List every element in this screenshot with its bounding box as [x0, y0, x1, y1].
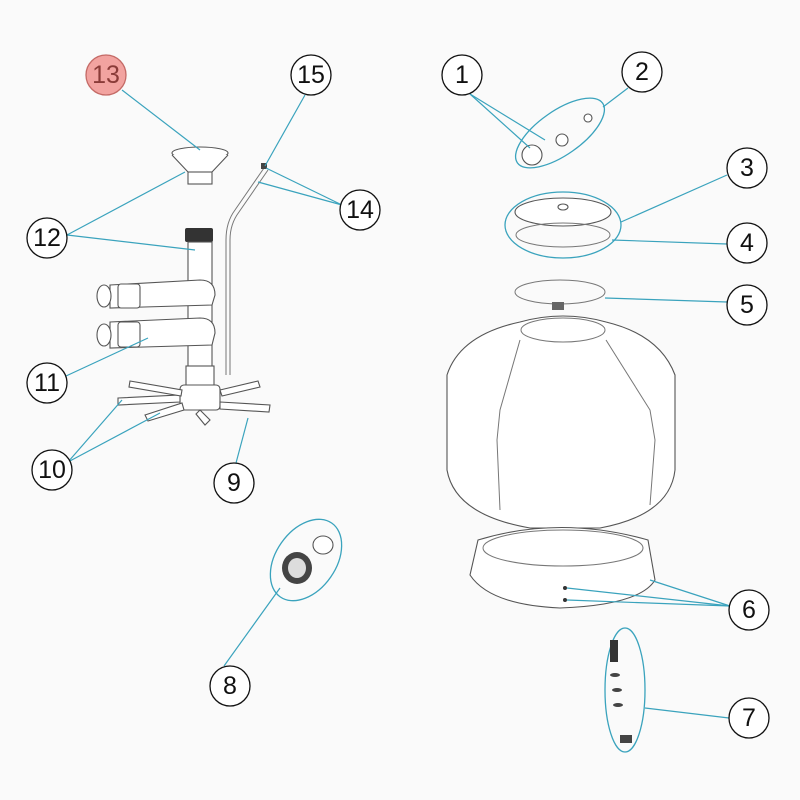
callout-1[interactable]: 1: [441, 54, 483, 96]
callout-13-highlighted[interactable]: 13: [85, 54, 127, 96]
callout-10[interactable]: 10: [31, 449, 73, 491]
callout-label: 2: [635, 58, 649, 86]
callout-7[interactable]: 7: [728, 697, 770, 739]
callout-label: 5: [740, 291, 754, 319]
part-8-union[interactable]: [256, 506, 357, 614]
part-15-14-air-tube[interactable]: [225, 163, 269, 375]
part-1-2-valve-parts[interactable]: [505, 85, 615, 181]
callout-label: 8: [223, 672, 237, 700]
callout-label: 6: [742, 596, 756, 624]
part-5-clamp[interactable]: [514, 279, 606, 310]
callout-5[interactable]: 5: [726, 284, 768, 326]
leader-lines: [65, 87, 731, 719]
callout-label: 9: [227, 469, 241, 497]
callout-6[interactable]: 6: [728, 589, 770, 631]
tank-body: [446, 315, 676, 529]
callout-label: 14: [346, 196, 374, 224]
callout-label: 15: [297, 61, 325, 89]
part-13-funnel[interactable]: [171, 146, 229, 185]
callout-12[interactable]: 12: [26, 217, 68, 259]
part-3-lid[interactable]: [504, 191, 622, 259]
callout-label: 12: [33, 224, 61, 252]
part-11-laterals-upper[interactable]: [96, 279, 216, 349]
callout-3[interactable]: 3: [726, 147, 768, 189]
part-7-drain[interactable]: [604, 627, 646, 753]
callout-9[interactable]: 9: [213, 462, 255, 504]
part-12-pipe[interactable]: [185, 228, 215, 389]
callout-label: 11: [34, 369, 60, 397]
callout-label: 1: [455, 61, 469, 89]
callout-11[interactable]: 11: [26, 362, 68, 404]
callout-15[interactable]: 15: [290, 54, 332, 96]
callout-label: 3: [740, 154, 754, 182]
callout-14[interactable]: 14: [339, 189, 381, 231]
callout-label: 4: [740, 229, 754, 257]
part-4-o-ring[interactable]: [515, 222, 611, 248]
part-10-laterals[interactable]: [117, 380, 271, 426]
callout-8[interactable]: 8: [209, 665, 251, 707]
callout-label: 10: [38, 456, 66, 484]
callout-label: 13: [92, 61, 120, 89]
callout-label: 7: [742, 704, 756, 732]
part-6-base[interactable]: [469, 526, 656, 609]
callout-2[interactable]: 2: [621, 51, 663, 93]
callout-4[interactable]: 4: [726, 222, 768, 264]
